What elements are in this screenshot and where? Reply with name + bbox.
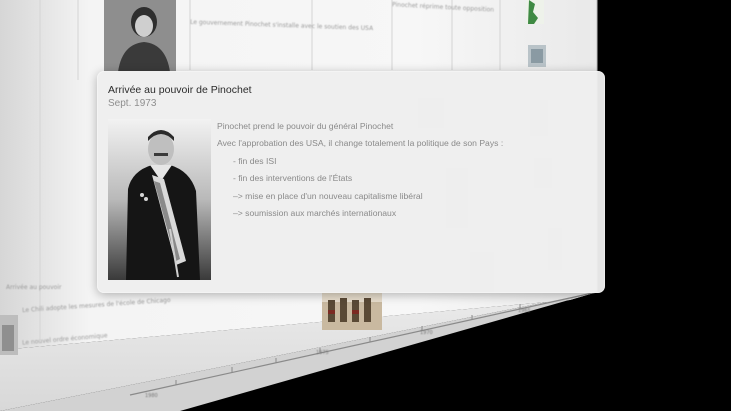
description-line: Pinochet prend le pouvoir du général Pin… <box>217 121 394 131</box>
timeline-soldiers-thumbnail[interactable] <box>322 292 382 330</box>
popup-title: Arrivée au pouvoir de Pinochet <box>108 84 252 96</box>
timeline-tick-label: 1980 <box>145 393 158 399</box>
event-detail-popup[interactable]: Arrivée au pouvoir de Pinochet Sept. 197… <box>97 71 605 293</box>
description-line: –> soumission aux marchés internationaux <box>233 207 397 218</box>
popup-date: Sept. 1973 <box>108 98 157 109</box>
timeline-small-thumbnail[interactable] <box>528 45 546 67</box>
description-line: Avec l'approbation des USA, il change to… <box>217 138 504 149</box>
timeline-caption: Arrivée au pouvoir <box>6 284 62 291</box>
timeline-tick-label: 1970 <box>420 330 433 336</box>
timeline-map-thumbnail[interactable] <box>526 0 544 24</box>
description-line: - fin des ISI <box>233 155 277 166</box>
popup-description: Pinochet prend le pouvoir du général Pin… <box>217 121 587 225</box>
description-line: - fin des interventions de l'États <box>233 173 353 184</box>
timeline-crowd-thumbnail[interactable] <box>0 315 18 355</box>
timeline-tick-label: 1965 <box>518 308 531 314</box>
timeline-photo-thumbnail[interactable] <box>104 0 176 72</box>
event-photo <box>108 119 211 280</box>
timeline-tick-label: 1975 <box>316 350 329 356</box>
description-line: –> mise en place d'un nouveau capitalism… <box>233 190 423 201</box>
